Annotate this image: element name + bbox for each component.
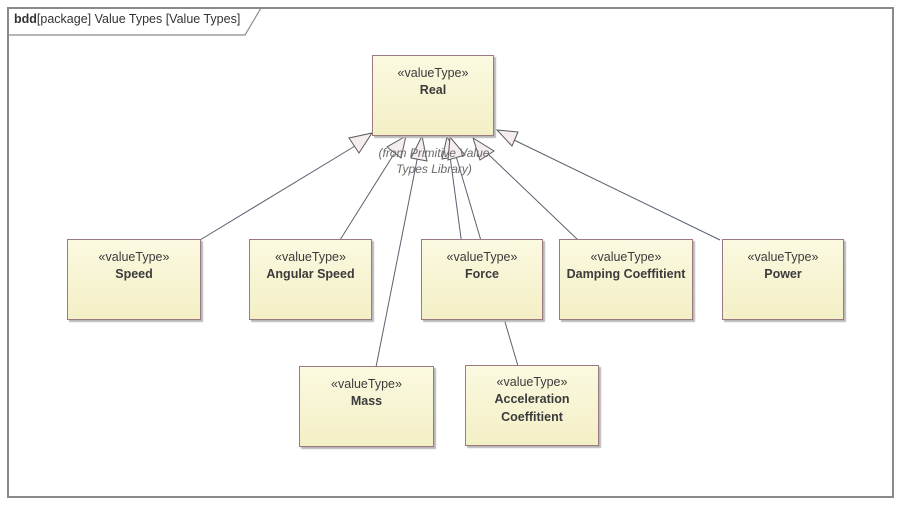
- block-real[interactable]: «valueType» Real: [372, 55, 494, 136]
- edge-damping-real[interactable]: [487, 153, 579, 241]
- from-package-note: (from Primitive Value Types Library): [372, 145, 496, 177]
- block-name: Speed: [115, 267, 153, 281]
- generalization-arrowhead: [447, 135, 466, 161]
- stereotype-label: «valueType»: [747, 250, 819, 264]
- block-power[interactable]: «valueType» Power: [722, 239, 844, 320]
- frame-kind: bdd: [14, 12, 37, 26]
- from-note-line1: (from Primitive Value: [378, 146, 490, 160]
- block-name: Damping Coeffitient: [566, 267, 686, 281]
- block-speed[interactable]: «valueType» Speed: [67, 239, 201, 320]
- edge-mass-real[interactable]: [375, 154, 419, 368]
- edge-speed-real[interactable]: [199, 145, 356, 241]
- block-name: Power: [764, 267, 802, 281]
- block-name: Mass: [350, 394, 383, 408]
- frame-label: bdd[package] Value Types [Value Types]: [14, 12, 240, 26]
- stereotype-label: «valueType»: [496, 375, 568, 389]
- block-name: Angular Speed: [266, 267, 355, 281]
- block-name-line2: Coeffitient: [501, 410, 563, 424]
- edge-angular-speed-real[interactable]: [339, 153, 395, 241]
- block-acceleration-coefficient[interactable]: «valueType» Acceleration Coeffitient: [465, 365, 599, 446]
- stereotype-label: «valueType»: [331, 377, 402, 391]
- frame-title: [package] Value Types [Value Types]: [36, 12, 241, 26]
- stereotype-label: «valueType»: [446, 250, 518, 264]
- edge-power-real[interactable]: [513, 139, 721, 241]
- block-name: Real: [419, 83, 447, 97]
- generalization-arrowhead: [472, 136, 495, 161]
- generalization-arrowhead: [495, 129, 519, 147]
- block-angular-speed[interactable]: «valueType» Angular Speed: [249, 239, 372, 320]
- stereotype-label: «valueType»: [397, 66, 469, 80]
- block-mass[interactable]: «valueType» Mass: [299, 366, 434, 447]
- generalization-arrowhead: [348, 132, 374, 154]
- block-name-line1: Acceleration: [494, 392, 570, 406]
- stereotype-label: «valueType»: [590, 250, 662, 264]
- from-note-line2: Types Library): [396, 162, 472, 176]
- stereotype-label: «valueType»: [98, 250, 170, 264]
- stereotype-label: «valueType»: [275, 250, 346, 264]
- generalization-arrowhead: [386, 134, 407, 159]
- block-damping-coefficient[interactable]: «valueType» Damping Coeffitient: [559, 239, 693, 320]
- generalization-arrowhead: [410, 134, 428, 162]
- block-force[interactable]: «valueType» Force: [421, 239, 543, 320]
- block-name: Force: [464, 267, 500, 281]
